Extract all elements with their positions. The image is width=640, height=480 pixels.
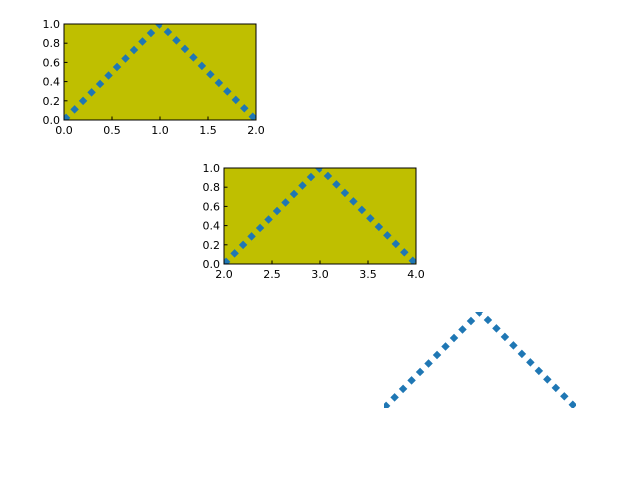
x-tick-label: 1.5	[199, 124, 217, 137]
subplot-1: 0.0 0.5 1.0 1.5 2.0 0.0 0.2 0.4 0.6 0.8 1.0	[43, 18, 265, 137]
x-tick-label: 1.0	[151, 124, 169, 137]
x-tick-label: 2.0	[215, 268, 233, 281]
x-tick-label: 0.5	[103, 124, 121, 137]
y-tick-label: 1.0	[203, 162, 221, 175]
x-tick-label: 2.5	[263, 268, 281, 281]
axes-background	[224, 168, 416, 264]
y-tick-label: 0.2	[43, 95, 61, 108]
y-tick-label: 0.0	[43, 114, 61, 127]
x-tick-label: 3.0	[311, 268, 329, 281]
y-tick-label: 0.8	[203, 181, 221, 194]
x-tick-label: 4.0	[407, 268, 425, 281]
y-tick-label: 0.6	[43, 56, 61, 69]
axes-background	[64, 24, 256, 120]
x-tick-label: 3.5	[359, 268, 377, 281]
x-tick-label: 0.0	[55, 124, 73, 137]
subplot-2: 2.0 2.5 3.0 3.5 4.0 0.0 0.2 0.4 0.6 0.8 1.0	[203, 162, 425, 281]
x-tick-label: 2.0	[247, 124, 265, 137]
y-tick-label: 0.6	[203, 200, 221, 213]
y-tick-label: 0.4	[43, 76, 61, 89]
y-tick-label: 0.4	[203, 220, 221, 233]
y-tick-label: 0.2	[203, 239, 221, 252]
y-tick-label: 1.0	[43, 18, 61, 31]
y-tick-label: 0.8	[43, 37, 61, 50]
y-tick-label: 0.0	[203, 258, 221, 271]
